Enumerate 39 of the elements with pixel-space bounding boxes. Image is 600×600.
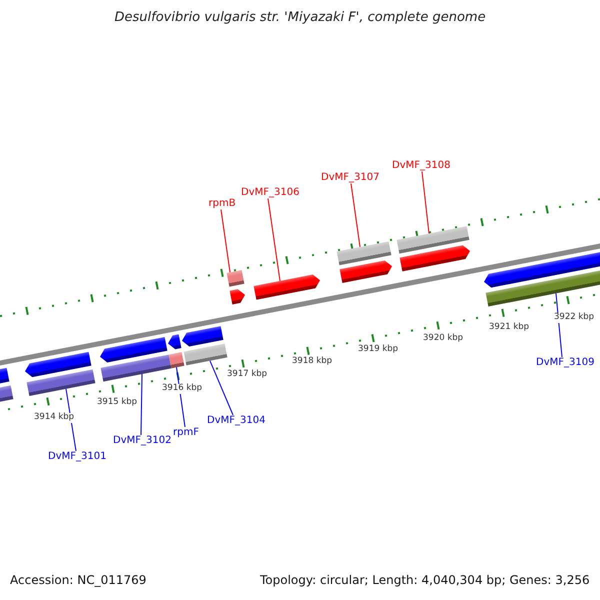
scale-label: 3921 kbp [489, 323, 530, 333]
scale-label: 3916 kbp [162, 384, 202, 394]
gene-label: DvMF_3101 [48, 451, 106, 462]
gene-feature [0, 368, 10, 385]
leader-line [268, 198, 280, 282]
gene-label: DvMF_3108 [392, 160, 450, 172]
gene-label: rpmF [173, 427, 199, 438]
scale-label: 3920 kbp [423, 334, 464, 344]
scale-label: 3919 kbp [358, 345, 398, 355]
gene-label: DvMF_3106 [241, 187, 300, 198]
scale-label: 3915 kbp [97, 398, 138, 408]
title: Desulfovibrio vulgaris str. 'Miyazaki F', complete genome [114, 10, 486, 26]
gene-feature [400, 245, 470, 272]
gene-feature [100, 337, 168, 362]
leader-line [350, 183, 360, 248]
feature-bar [26, 369, 96, 396]
scale-label: 3914 kbp [34, 413, 74, 423]
gene-label: DvMF_3102 [113, 435, 172, 446]
feature-bar [336, 241, 392, 266]
gene-label: DvMF_3109 [536, 357, 594, 368]
gene-label: rpmB [208, 198, 236, 210]
feature-bar [0, 385, 14, 404]
gene-label: DvMF_3104 [207, 415, 266, 426]
scale-label: 3918 kbp [292, 357, 332, 367]
feature-bar [396, 226, 470, 254]
genome-summary-text: Topology: circular; Length: 4,040,304 bp; Genes: 3,256 [260, 574, 590, 588]
leader-line [210, 360, 234, 416]
gene-feature [254, 274, 320, 300]
leader-line [140, 374, 142, 436]
leader-line [422, 171, 430, 234]
feature-bar [226, 270, 244, 287]
scale-label: 3922 kbp [554, 313, 594, 323]
gene-feature [230, 289, 245, 304]
gene-feature [340, 260, 392, 284]
gene-label: DvMF_3107 [321, 172, 380, 184]
gene-feature [25, 352, 92, 378]
leader-line [220, 209, 230, 273]
scale-label: 3917 kbp [227, 370, 268, 380]
accession-text: Accession: NC_011769 [10, 574, 146, 588]
